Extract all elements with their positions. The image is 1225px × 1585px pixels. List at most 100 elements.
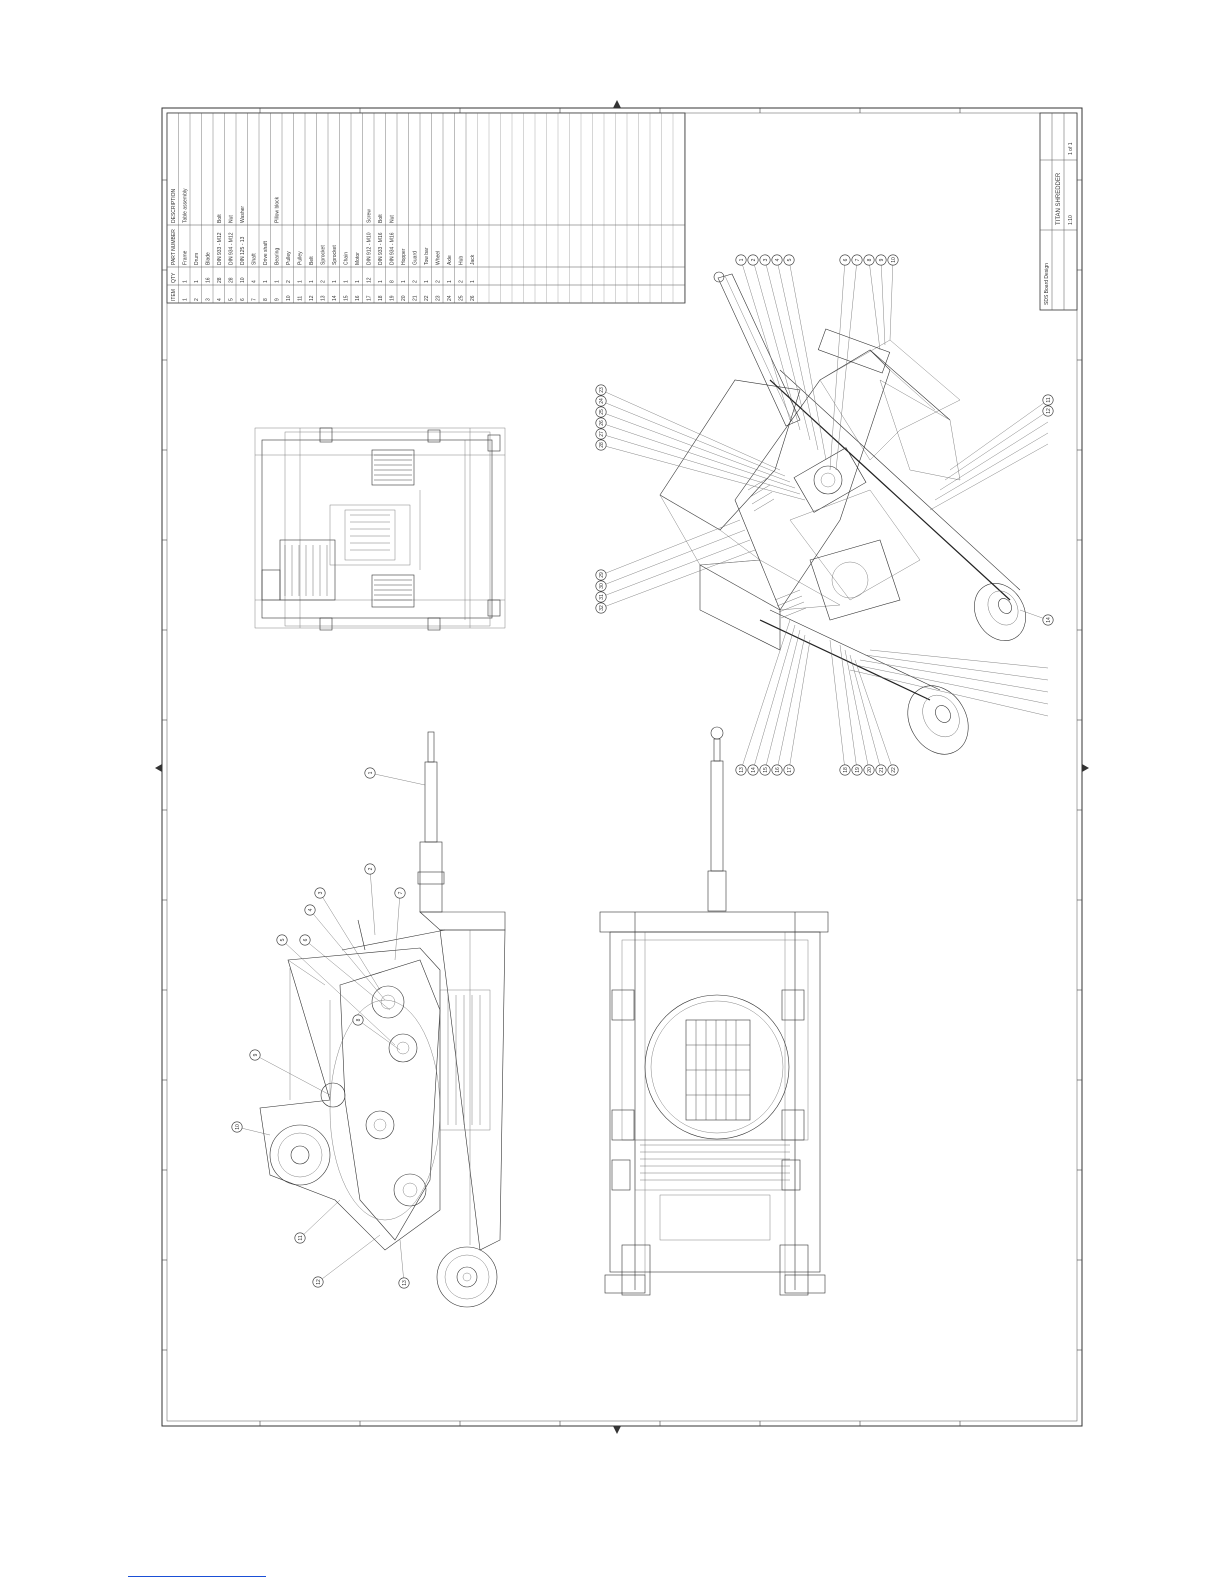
table-cell: 3 [206, 298, 212, 301]
item-balloon: 13 [398, 1277, 410, 1289]
table-cell: Pulley [298, 251, 304, 265]
table-cell: 12 [367, 277, 373, 283]
table-cell: Bearing [275, 248, 281, 265]
table-cell: Tow bar [424, 247, 430, 265]
table-cell: 5 [229, 298, 235, 301]
balloon-number: 13 [739, 767, 745, 773]
title-block: SDS Board Design TITAN SHREDDER 1:10 1 o… [1039, 112, 1078, 311]
table-cell: Nut [229, 215, 235, 223]
table-cell: Wheel [436, 251, 442, 265]
balloon-number: 3 [763, 258, 769, 261]
balloon-circle [231, 1121, 243, 1133]
table-cell: Hopper [401, 248, 407, 265]
balloon-number: 1 [739, 258, 745, 261]
balloon-circle [364, 767, 376, 779]
table-cell: Bolt [378, 214, 384, 223]
center-marks [155, 100, 1089, 1434]
table-cell: Axle [447, 255, 453, 265]
balloon-circle [595, 395, 607, 407]
balloon-number: 15 [763, 767, 769, 773]
balloon-circle [312, 1276, 324, 1288]
item-balloon: 11 [294, 1232, 306, 1244]
balloon-number: 12 [1046, 408, 1052, 414]
table-cell: 15 [344, 295, 350, 301]
item-balloon: 9 [249, 1049, 261, 1061]
table-cell: Blade [206, 252, 212, 265]
page-link-underline[interactable] [128, 1576, 266, 1577]
table-cell: Sprocket [332, 245, 338, 265]
balloon-number: 5 [787, 258, 793, 261]
item-balloon: 22 [887, 764, 899, 776]
table-cell: 10 [286, 295, 292, 301]
top-view [599, 726, 829, 1296]
item-balloon: 32 [595, 602, 607, 614]
table-cell: 12 [309, 295, 315, 301]
table-cell: Jack [470, 254, 476, 265]
balloon-number: 6 [843, 258, 849, 261]
balloon-circle [747, 764, 759, 776]
table-cell: Chain [344, 252, 350, 265]
balloon-circle [595, 439, 607, 451]
table-cell: 17 [367, 295, 373, 301]
balloon-circle [747, 254, 759, 266]
item-balloon: 26 [595, 417, 607, 429]
table-cell: DIN 125 - 13 [240, 236, 246, 265]
item-balloon: 25 [595, 406, 607, 418]
balloon-circle [783, 764, 795, 776]
table-cell: 10 [240, 277, 246, 283]
balloon-number: 22 [891, 767, 897, 773]
table-header-cell: DESCRIPTION [171, 188, 177, 223]
item-balloon: 30 [595, 580, 607, 592]
table-cell: 2 [436, 280, 442, 283]
table-cell: Screw [367, 209, 373, 223]
item-balloon: 11 [1042, 394, 1054, 406]
table-cell: 1 [378, 280, 384, 283]
table-cell: Hub [459, 256, 465, 265]
balloon-number: 7 [398, 891, 404, 894]
table-cell: 2 [194, 298, 200, 301]
table-header-cell: QTY [171, 272, 177, 283]
table-cell: 23 [436, 295, 442, 301]
balloon-circle [851, 254, 863, 266]
balloon-circle [1042, 614, 1054, 626]
table-cell: 16 [206, 277, 212, 283]
table-cell: Drive shaft [263, 240, 269, 265]
table-cell: 9 [275, 298, 281, 301]
balloon-number: 14 [751, 767, 757, 773]
table-cell: 2 [286, 280, 292, 283]
balloon-number: 12 [316, 1279, 322, 1285]
balloon-number: 25 [599, 409, 605, 415]
outer-border [161, 107, 1083, 1427]
balloon-circle [735, 254, 747, 266]
balloon-circle [839, 254, 851, 266]
item-balloon: 17 [783, 764, 795, 776]
table-cell: Sprocket [321, 245, 327, 265]
table-cell: 1 [447, 280, 453, 283]
table-cell: 7 [252, 298, 258, 301]
table-cell: 14 [332, 295, 338, 301]
balloon-circle [759, 254, 771, 266]
balloon-circle [595, 591, 607, 603]
table-cell: 1 [183, 298, 189, 301]
table-cell: Table assembly [183, 188, 189, 223]
table-cell: 1 [332, 280, 338, 283]
balloon-circle [783, 254, 795, 266]
title-block-scale: 1:10 [1068, 215, 1074, 225]
table-cell: DIN 934 - M16 [390, 232, 396, 265]
table-cell: 28 [217, 277, 223, 283]
balloon-circle [887, 764, 899, 776]
balloon-number: 9 [253, 1053, 259, 1056]
item-balloon: 28 [595, 439, 607, 451]
item-balloon: 29 [595, 569, 607, 581]
item-balloon: 10 [231, 1121, 243, 1133]
parts-list-grid [166, 113, 685, 303]
balloon-circle [595, 406, 607, 418]
balloon-circle [771, 254, 783, 266]
table-cell: 1 [344, 280, 350, 283]
item-balloon: 7 [851, 254, 863, 266]
table-cell: DIN 934 - M12 [229, 232, 235, 265]
table-cell: Nut [390, 215, 396, 223]
balloon-number: 4 [775, 258, 781, 261]
